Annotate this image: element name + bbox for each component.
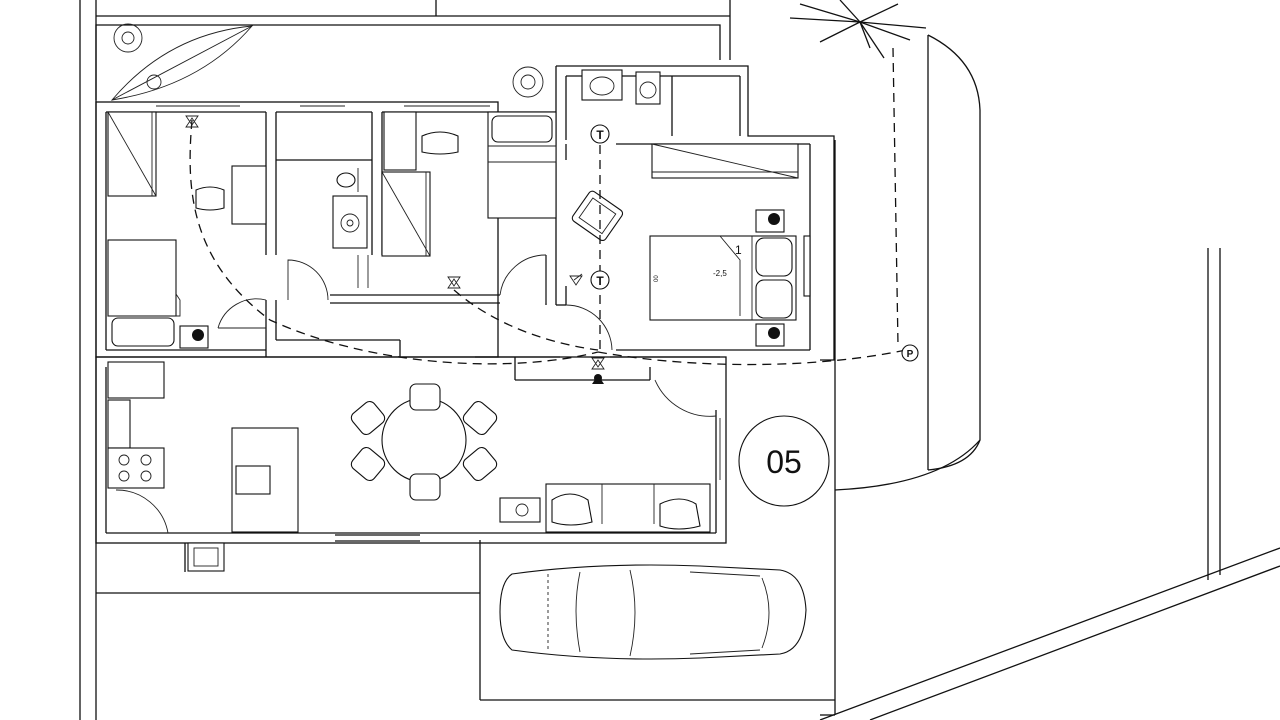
svg-text:P: P <box>907 349 914 360</box>
desk <box>383 111 417 171</box>
armchair <box>571 190 624 242</box>
master-bedroom: 1 -2,5 00 <box>571 143 811 347</box>
side-table <box>499 497 541 523</box>
switch-icon: T <box>590 270 610 290</box>
service-bath <box>581 69 661 105</box>
laundry-sink <box>187 542 225 572</box>
site-boundary <box>79 0 1280 720</box>
level-mark: -2,5 <box>713 269 727 278</box>
bed-pillow <box>111 317 175 347</box>
dining-chair <box>350 446 386 482</box>
car <box>499 564 807 660</box>
desk <box>231 165 267 225</box>
sink <box>235 465 271 495</box>
switch-icon: T <box>590 124 610 144</box>
counter <box>107 399 131 449</box>
sink <box>581 69 623 101</box>
landscape <box>110 0 927 101</box>
refrigerator <box>107 361 165 399</box>
unit-number: 05 <box>766 444 802 480</box>
unit-badge: 05 <box>738 415 830 507</box>
bedroom-middle <box>381 111 557 257</box>
dining-chair <box>462 400 498 436</box>
toilet <box>336 172 356 188</box>
vanity <box>332 195 368 249</box>
sofa <box>499 483 711 533</box>
stove <box>107 447 165 489</box>
desk-chair <box>421 131 459 155</box>
electrical-circuit: T T P <box>185 47 919 384</box>
svg-text:00: 00 <box>654 275 660 282</box>
svg-text:T: T <box>596 274 604 288</box>
window <box>803 235 811 297</box>
bed-pillow <box>491 115 553 143</box>
single-bed <box>107 239 177 317</box>
bathroom <box>332 168 369 288</box>
toilet <box>635 71 661 105</box>
desk-chair <box>195 186 225 211</box>
dining-chair <box>462 446 498 482</box>
bed-tag: 1 <box>735 243 742 257</box>
dining-chair <box>409 473 441 501</box>
door-swings <box>115 254 717 534</box>
kitchen <box>107 361 299 572</box>
svg-text:T: T <box>596 128 604 142</box>
pillow <box>755 279 793 319</box>
meter-icon: P <box>901 344 919 362</box>
dining-table <box>381 397 467 483</box>
dining-chair <box>350 400 386 436</box>
pillow <box>755 237 793 277</box>
dining-chair <box>409 383 441 411</box>
bedroom-left <box>107 111 267 349</box>
palm-tree-icon <box>789 0 927 59</box>
plant-icon <box>113 23 544 98</box>
dining-area <box>350 383 498 501</box>
